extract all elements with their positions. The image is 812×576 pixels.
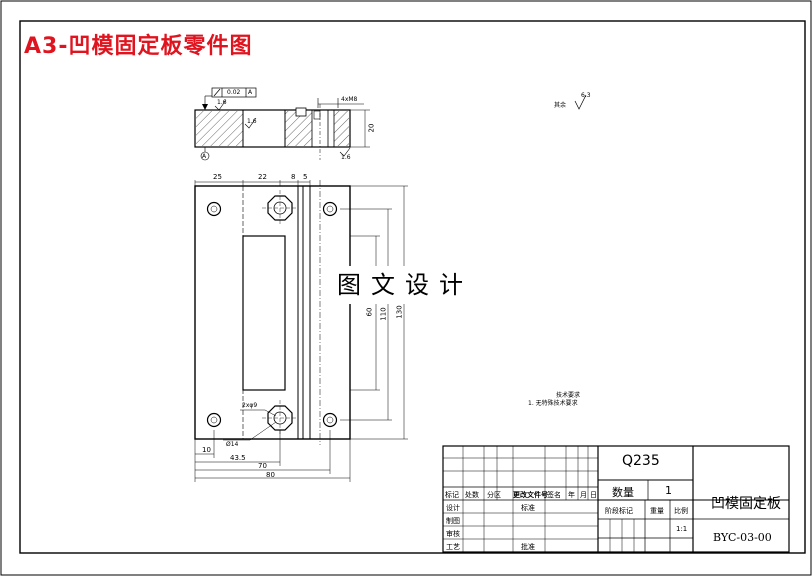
- dim-bottom-3: 80: [266, 471, 275, 479]
- row-design: 设计: [446, 504, 460, 512]
- roughness-top: 1.6: [217, 99, 227, 106]
- dim-right-1: 110: [379, 307, 388, 321]
- approve-label: 批准: [521, 543, 535, 551]
- dim-bottom-1: 43.5: [230, 454, 246, 462]
- dim-top-2: 8: [291, 173, 296, 181]
- section-view: [194, 87, 370, 161]
- hdr-year: 年: [568, 491, 575, 499]
- qty-label: 数量: [612, 486, 634, 499]
- part-name: 凹模固定板: [711, 496, 781, 512]
- tech-notes-item: 1. 无特殊技术要求: [528, 400, 578, 407]
- scale-label: 比例: [674, 507, 688, 515]
- scale-value: 1:1: [676, 525, 688, 533]
- watermark: 图文设计: [330, 266, 480, 304]
- weight-label: 重量: [650, 507, 664, 515]
- row-draw: 制图: [446, 517, 460, 525]
- title-block: [442, 445, 790, 553]
- tech-notes-heading: 技术要求: [556, 392, 581, 399]
- tolerance-value: 0.02: [227, 89, 241, 96]
- tolerance-datum: A: [248, 89, 253, 96]
- dims-bottom: [194, 430, 351, 482]
- dim-top-1: 22: [258, 173, 267, 181]
- dim-right-0: 60: [365, 307, 374, 317]
- hdr-sign: 签名: [547, 491, 561, 499]
- datum-label: A: [202, 153, 207, 160]
- dim-top-3: 5: [303, 173, 308, 181]
- dim-right-2: 130: [395, 305, 404, 319]
- qty-value: 1: [665, 484, 672, 497]
- drawing-no: BYC-03-00: [713, 531, 772, 544]
- row-review: 审核: [446, 530, 460, 538]
- hdr-zone: 分区: [487, 491, 501, 499]
- hdr-day: 日: [590, 491, 597, 499]
- hole-note: 4xM8: [341, 96, 358, 103]
- row-process: 工艺: [446, 543, 460, 551]
- dim-hole-dia: Ø14: [226, 441, 239, 448]
- dim-holes: 2xφ9: [242, 402, 258, 409]
- dim-bottom-2: 70: [258, 462, 267, 470]
- inner-border: [19, 20, 806, 554]
- dim-height: 20: [367, 123, 376, 133]
- dims-right: [340, 185, 408, 440]
- hdr-mark: 标记: [445, 491, 459, 499]
- material: Q235: [622, 453, 660, 469]
- sheet-title: A3-凹模固定板零件图: [24, 34, 253, 59]
- roughness-bottom: 1.6: [341, 154, 351, 161]
- dim-bottom-0: 10: [202, 446, 211, 454]
- hdr-count: 处数: [465, 491, 479, 499]
- stage-label: 阶段标记: [605, 507, 633, 515]
- dims-top: [194, 180, 311, 186]
- dim-top-0: 25: [213, 173, 222, 181]
- roughness-value: 6.3: [581, 92, 591, 99]
- roughness-inner: 1.6: [247, 118, 257, 125]
- hdr-month: 月: [580, 491, 587, 499]
- std-label: 标准: [521, 504, 535, 512]
- roughness-label: 其余: [554, 102, 567, 109]
- hdr-change: 更改文件号: [513, 491, 548, 499]
- plan-view: [194, 180, 351, 445]
